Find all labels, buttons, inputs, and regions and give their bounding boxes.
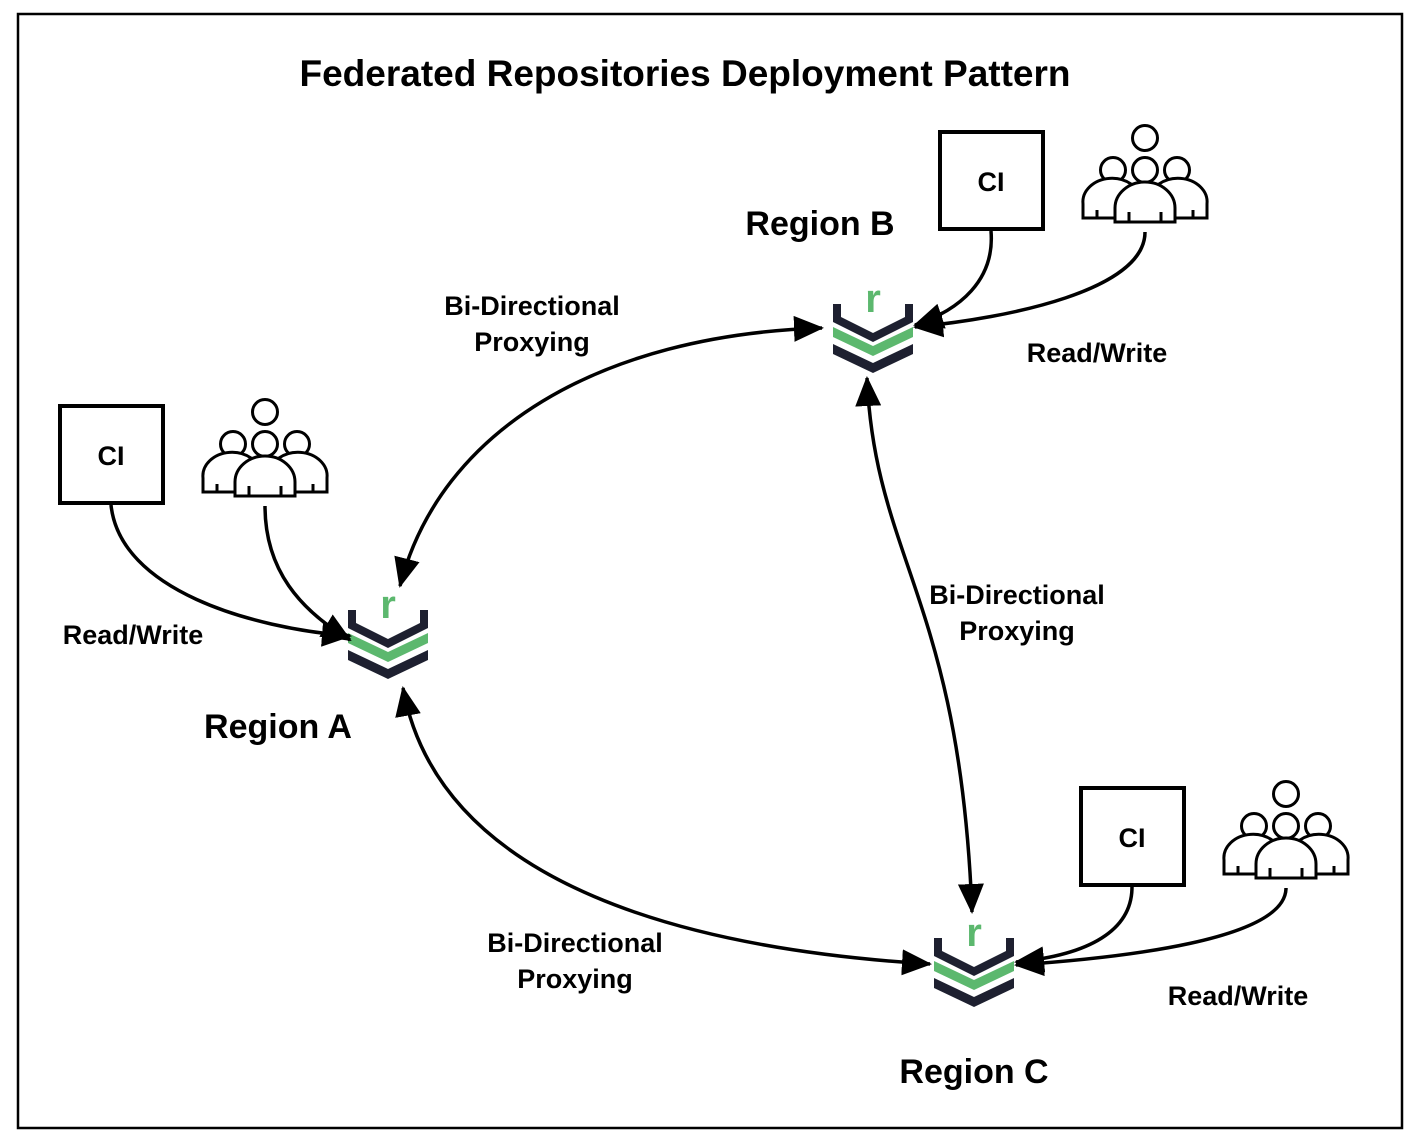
- repository-logo-icon-region-a: r: [348, 583, 428, 679]
- link-label-b-c-line2: Proxying: [959, 616, 1075, 646]
- users-connector-region-c: [1014, 887, 1288, 977]
- link-label-a-b-line2: Proxying: [474, 327, 590, 357]
- read-write-label-region-b: Read/Write: [1027, 338, 1168, 368]
- repository-logo-icon-region-c: r: [934, 911, 1014, 1007]
- link-label-b-c-line1: Bi-Directional: [929, 580, 1105, 610]
- read-write-label-region-c: Read/Write: [1168, 981, 1309, 1011]
- svg-text:r: r: [380, 583, 396, 627]
- ci-connector-region-a: [109, 504, 352, 647]
- repository-logo-icon-region-b: r: [833, 277, 913, 373]
- region-a-name: Region A: [204, 708, 352, 746]
- link-arrow-a-c: [395, 686, 932, 976]
- region-a: CI r Read/Write Region A: [58, 398, 428, 746]
- link-label-a-b-line1: Bi-Directional: [444, 291, 620, 321]
- region-c: CI r Read/Write Region C: [899, 780, 1350, 1091]
- link-arrow-b-c: [855, 376, 984, 914]
- ci-label-region-a: CI: [98, 441, 125, 471]
- svg-text:r: r: [966, 911, 982, 955]
- users-connector-region-a: [263, 505, 352, 642]
- ci-box-region-c: [1079, 786, 1186, 887]
- link-label-a-c-line2: Proxying: [517, 964, 633, 994]
- ci-box-region-a: [58, 404, 165, 505]
- svg-text:r: r: [865, 277, 881, 321]
- diagram-title: Federated Repositories Deployment Patter…: [299, 53, 1070, 94]
- region-c-name: Region C: [899, 1053, 1048, 1091]
- ci-box-region-b: [938, 130, 1045, 231]
- read-write-label-region-a: Read/Write: [63, 620, 204, 650]
- region-b: CI Region B r Read/Write: [745, 124, 1209, 373]
- users-connector-region-b: [913, 231, 1147, 338]
- ci-label-region-b: CI: [978, 167, 1005, 197]
- ci-label-region-c: CI: [1119, 823, 1146, 853]
- link-arrow-a-b: [394, 315, 824, 588]
- region-b-name: Region B: [745, 205, 894, 243]
- link-label-a-c-line1: Bi-Directional: [487, 928, 663, 958]
